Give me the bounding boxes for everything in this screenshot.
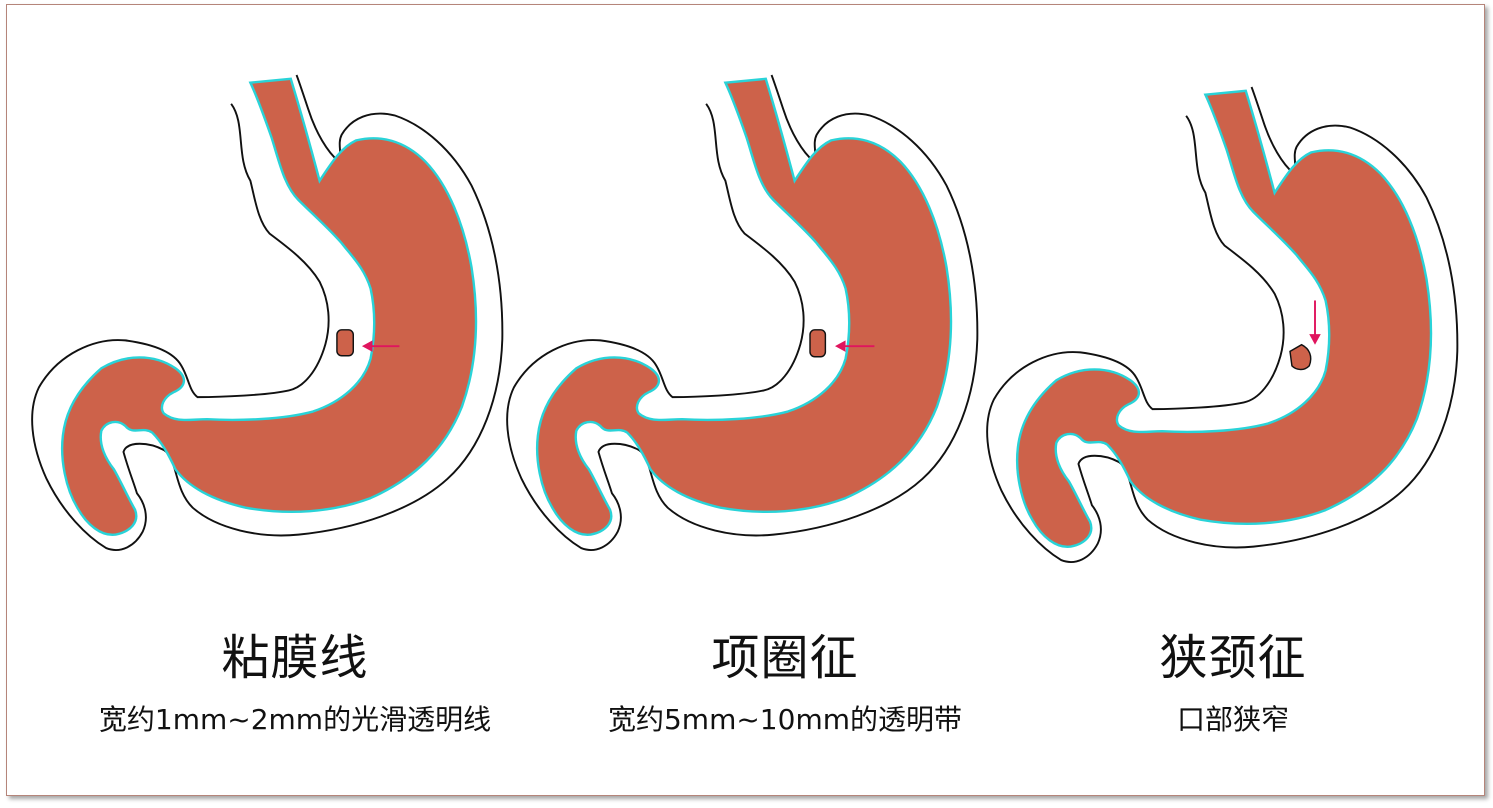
panel-caption-3: 口部狭窄 (1176, 703, 1289, 736)
ulcer-niche (336, 329, 354, 357)
ulcer-niche (1289, 343, 1312, 371)
stomach-diagram-1 (31, 74, 504, 551)
panel-caption-2: 宽约5mm~10mm的透明带 (607, 703, 962, 736)
ulcer-niche (809, 329, 827, 358)
panel-title-3: 狭颈征 (1159, 630, 1307, 686)
panel-caption-1: 宽约1mm~2mm的光滑透明线 (98, 703, 492, 736)
stomach-diagram-2 (506, 74, 979, 551)
pointer-arrow-icon (835, 340, 875, 352)
pointer-arrow-icon (361, 340, 400, 352)
pointer-arrow-icon (1309, 300, 1321, 345)
panel-title-2: 项圈征 (711, 630, 859, 686)
panel-title-1: 粘膜线 (221, 630, 369, 686)
stomach-diagram-3 (986, 86, 1459, 563)
